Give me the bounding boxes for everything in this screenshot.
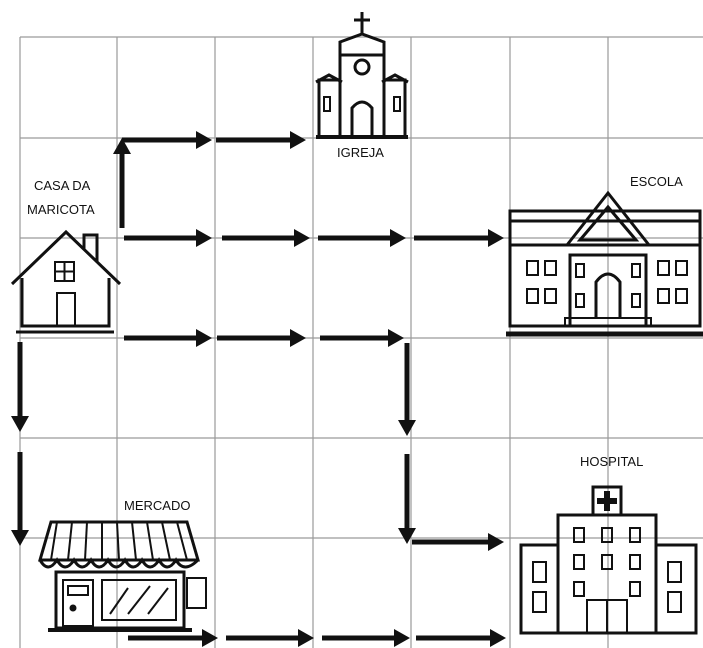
house-label-line1: CASA DA: [34, 178, 91, 193]
arrow-right-icon: [412, 533, 504, 551]
arrow-right-icon: [217, 329, 306, 347]
church-icon: [315, 12, 409, 139]
arrow-down-icon: [11, 342, 29, 432]
arrow-right-icon: [122, 131, 212, 149]
market-label: MERCADO: [124, 498, 190, 513]
arrow-right-icon: [128, 629, 218, 647]
route-arrows: [11, 131, 506, 647]
arrow-right-icon: [322, 629, 410, 647]
church-label: IGREJA: [337, 145, 384, 160]
arrow-right-icon: [414, 229, 504, 247]
arrow-down-icon: [398, 454, 416, 544]
market-icon: [38, 520, 207, 632]
map-grid: [19, 36, 703, 648]
arrow-right-icon: [222, 229, 310, 247]
arrow-right-icon: [124, 229, 212, 247]
arrow-right-icon: [124, 329, 212, 347]
arrow-down-icon: [11, 452, 29, 546]
house-icon: [10, 229, 122, 334]
arrow-right-icon: [320, 329, 404, 347]
school-label: ESCOLA: [630, 174, 683, 189]
school-icon: [506, 190, 703, 337]
hospital-icon: [519, 485, 698, 635]
house-label-line2: MARICOTA: [27, 202, 95, 217]
arrow-right-icon: [226, 629, 314, 647]
hospital-label: HOSPITAL: [580, 454, 643, 469]
arrow-right-icon: [416, 629, 506, 647]
arrow-right-icon: [318, 229, 406, 247]
arrow-right-icon: [216, 131, 306, 149]
arrow-down-icon: [398, 343, 416, 436]
arrow-up-icon: [113, 138, 131, 228]
